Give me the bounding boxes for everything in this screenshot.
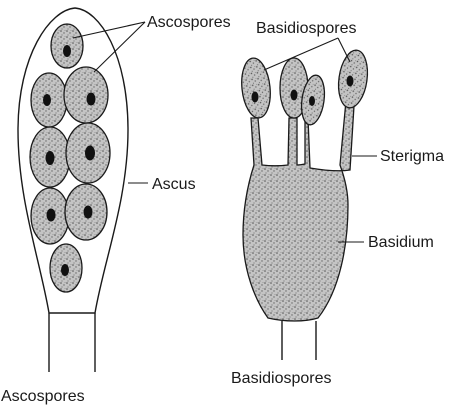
- label-basidium: Basidium: [368, 234, 434, 251]
- ascus-structure: [18, 8, 148, 372]
- ascospore-1: [51, 24, 83, 68]
- ascospore-7: [65, 184, 107, 240]
- ascospore-2: [31, 73, 67, 127]
- ascospore-5: [66, 123, 110, 183]
- basidium-body: [243, 90, 355, 321]
- label-ascospores-bottom: Ascospores: [1, 388, 85, 405]
- label-basidiospores-bottom: Basidiospores: [231, 370, 332, 387]
- leader-ascospores-1: [73, 22, 145, 38]
- label-basidiospores-top: Basidiospores: [256, 20, 357, 37]
- ascospore-3: [64, 67, 108, 123]
- basidium-structure: [239, 38, 377, 360]
- label-sterigma: Sterigma: [380, 148, 444, 165]
- basidiospore-4: [335, 48, 371, 109]
- ascospore-8: [50, 244, 82, 292]
- leader-basidiospores-2: [338, 38, 350, 62]
- ascospore-4: [30, 127, 70, 187]
- label-ascus: Ascus: [152, 176, 196, 193]
- ascospore-6: [31, 188, 69, 244]
- basidiospore-1: [239, 57, 273, 120]
- label-ascospores-top: Ascospores: [147, 14, 231, 31]
